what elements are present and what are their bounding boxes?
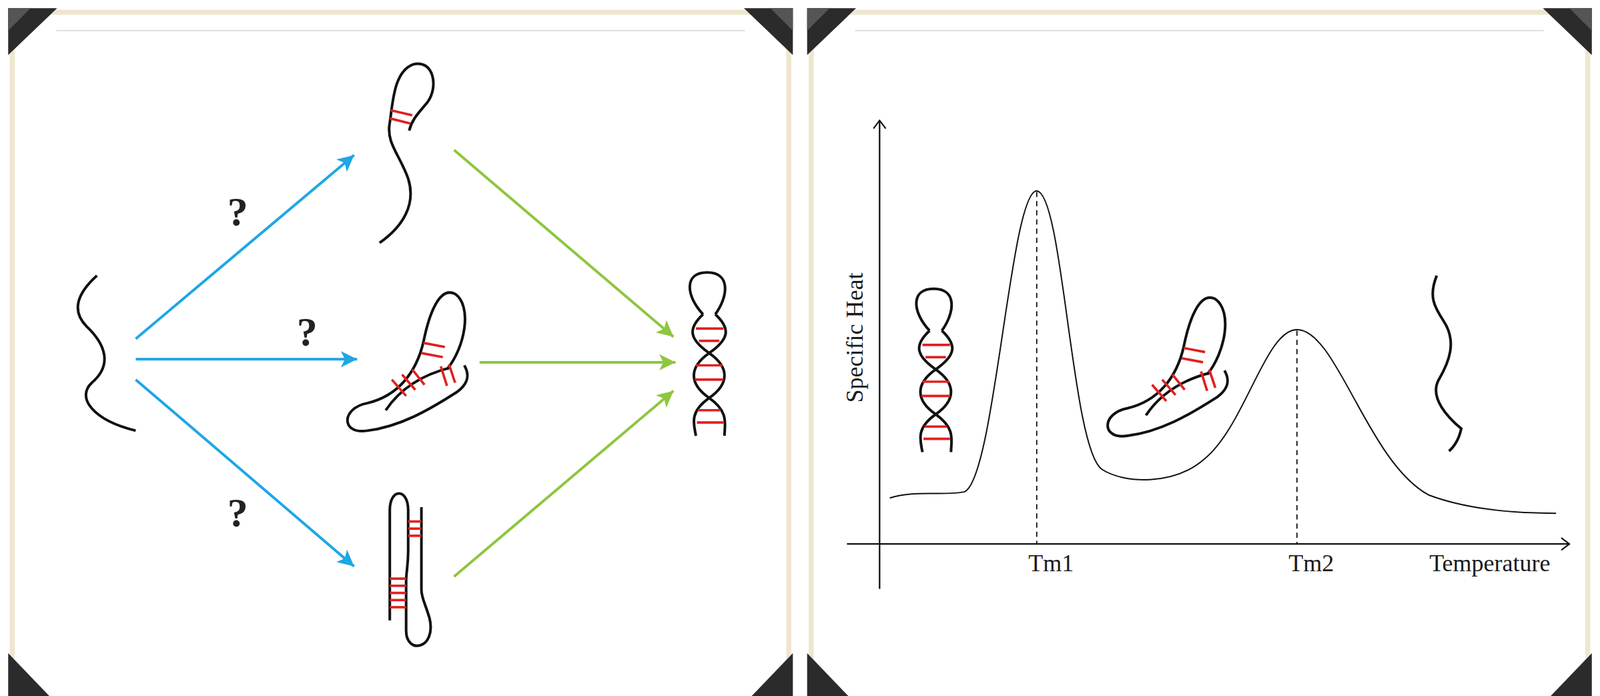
hairpin-intermediate [379,63,434,243]
photo-corner [8,8,1592,696]
double-hairpin-intermediate [389,493,431,646]
folding-arrow [135,154,357,566]
folded-helix [689,272,726,436]
axis-title: Specific Heat [843,272,868,404]
peak-marker [1036,192,1298,545]
axis-title: Temperature [1429,551,1550,576]
unfolded-strand [78,275,137,431]
specific-heat-curve [890,190,1557,514]
tick-label: Tm2 [1288,551,1334,576]
intermediate-state-icon [1107,297,1228,437]
pseudoknot-intermediate [347,292,468,432]
question-mark: ? [227,491,249,534]
folding-arrow [454,150,676,577]
tick-label: Tm1 [1028,551,1074,576]
question-mark: ? [227,190,249,233]
folded-state-icon [916,288,953,453]
plot-axes [846,121,1568,589]
unfolded-state-icon [1432,275,1462,452]
photo-frame [12,12,1588,696]
question-mark: ? [296,310,318,353]
